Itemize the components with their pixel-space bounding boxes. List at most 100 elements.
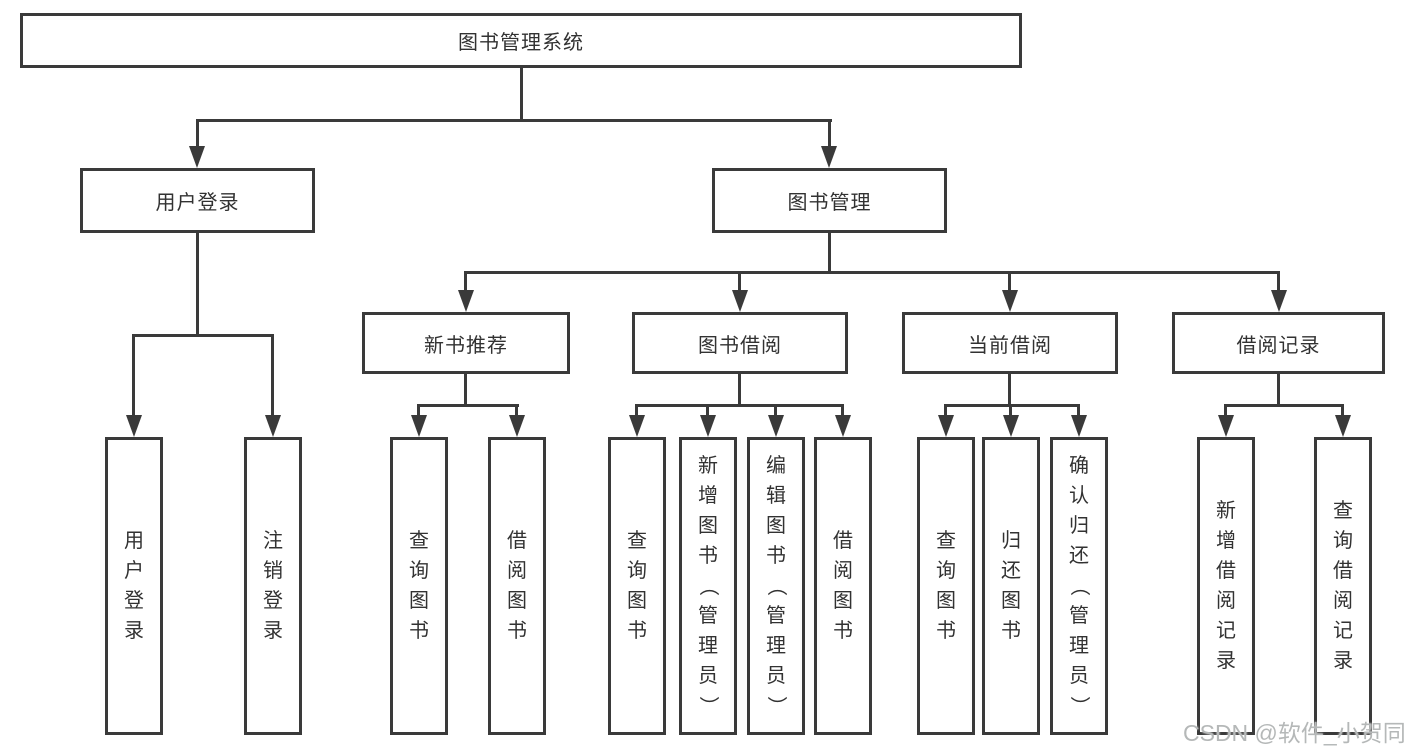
leaf-label-char: ）	[1068, 696, 1090, 716]
connector-drop-line	[1341, 404, 1344, 415]
arrow-head	[189, 146, 205, 168]
arrow-head	[1003, 415, 1019, 437]
leaf-label-char: 借	[1216, 560, 1236, 582]
leaf-label-char: 阅	[1216, 590, 1236, 612]
leaf-label-char: 询	[1333, 530, 1353, 552]
leaf-label-char: 还	[1001, 560, 1021, 582]
leaf-label-char: 查	[409, 530, 429, 552]
connector-drop-line	[132, 334, 135, 415]
arrow-head	[732, 290, 748, 312]
leaf-label-char: 认	[1069, 485, 1089, 507]
leaf-label-char: 书	[833, 620, 853, 642]
connector-book-mgmt-stem	[828, 233, 831, 274]
node-label: 当前借阅	[968, 334, 1052, 357]
leaf-label-char: 登	[124, 590, 144, 612]
leaf-label-char: 录	[124, 620, 144, 642]
connector-drop-line	[1009, 404, 1012, 415]
connector-drop-line	[1277, 271, 1280, 290]
node-label: 图书管理	[787, 192, 872, 214]
leaf-label-char: 书	[698, 545, 718, 567]
leaf-label-char: 阅	[1333, 590, 1353, 612]
node-label: 图书管理系统	[458, 32, 584, 54]
connector-recommend-bar	[417, 404, 519, 407]
arrow-head	[1002, 290, 1018, 312]
leaf-add-books-admin: 新增图书（管理员）	[679, 437, 737, 735]
connector-drop-line	[1077, 404, 1080, 415]
leaf-label-char: 书	[507, 620, 527, 642]
leaf-label-char: 书	[936, 620, 956, 642]
connector-borrowing-bar	[635, 404, 844, 407]
connector-book-mgmt-bar	[464, 271, 1280, 274]
connector-current-bar	[944, 404, 1080, 407]
leaf-label-char: 员	[1069, 665, 1089, 687]
connector-drop-line	[464, 271, 467, 290]
node-book-management: 图书管理	[712, 168, 947, 233]
arrow-head	[126, 415, 142, 437]
leaf-logout: 注销登录	[244, 437, 302, 735]
arrow-head	[411, 415, 427, 437]
csdn-watermark: CSDN @软件_小贺同学	[1183, 720, 1405, 746]
connector-drop-line	[944, 404, 947, 415]
leaf-label-char: 理	[698, 635, 718, 657]
node-library-management-system: 图书管理系统	[20, 13, 1022, 68]
arrow-head	[1335, 415, 1351, 437]
connector-drop-line	[774, 404, 777, 415]
leaf-confirm-return-admin: 确认归还（管理员）	[1050, 437, 1108, 735]
leaf-label-char: （	[697, 576, 719, 596]
leaf-label-char: 查	[936, 530, 956, 552]
leaf-label-char: 图	[936, 590, 956, 612]
node-label: 借阅记录	[1236, 334, 1321, 357]
leaf-label-char: 借	[833, 530, 853, 552]
arrow-head	[835, 415, 851, 437]
connector-drop-line	[841, 404, 844, 415]
connector-drop-line	[738, 271, 741, 290]
leaf-label-char: 阅	[507, 560, 527, 582]
connector-drop-line	[515, 404, 518, 415]
arrow-head	[1218, 415, 1234, 437]
leaf-label-char: ）	[697, 696, 719, 716]
arrow-head	[821, 146, 837, 168]
leaf-label-char: 新	[1216, 500, 1236, 522]
leaf-label-char: 书	[1001, 620, 1021, 642]
arrow-head	[458, 290, 474, 312]
leaf-label-char: 确	[1069, 455, 1089, 477]
connector-drop-line	[828, 119, 831, 146]
arrow-head	[700, 415, 716, 437]
leaf-label-char: 书	[627, 620, 647, 642]
connector-drop-line	[1008, 271, 1011, 290]
leaf-label-char: 询	[627, 560, 647, 582]
leaf-label-char: 管	[1069, 605, 1089, 627]
leaf-borrow-books-recommend: 借阅图书	[488, 437, 546, 735]
leaf-user-login: 用户登录	[105, 437, 163, 735]
leaf-edit-books-admin: 编辑图书（管理员）	[747, 437, 805, 735]
leaf-label-char: 登	[263, 590, 283, 612]
leaf-label-char: 注	[263, 530, 283, 552]
connector-current-stem	[1008, 374, 1011, 407]
leaf-label-char: 书	[409, 620, 429, 642]
leaf-label-char: 编	[766, 455, 786, 477]
leaf-label-char: 图	[627, 590, 647, 612]
connector-drop-line	[271, 334, 274, 415]
arrow-head	[509, 415, 525, 437]
leaf-borrow-books-borrowing: 借阅图书	[814, 437, 872, 735]
node-label: 用户登录	[155, 192, 240, 214]
leaf-label-char: 管	[766, 605, 786, 627]
connector-records-stem	[1277, 374, 1280, 407]
connector-root-bar	[197, 119, 832, 122]
leaf-label-char: 借	[1333, 560, 1353, 582]
leaf-query-books-borrowing: 查询图书	[608, 437, 666, 735]
leaf-label-char: 图	[1001, 590, 1021, 612]
leaf-label-char: ）	[765, 696, 787, 716]
leaf-label-char: 图	[409, 590, 429, 612]
connector-drop-line	[706, 404, 709, 415]
leaf-label-char: 图	[833, 590, 853, 612]
leaf-query-books-current: 查询图书	[917, 437, 975, 735]
node-label: 新书推荐	[424, 334, 508, 357]
connector-drop-line	[1224, 404, 1227, 415]
leaf-label-char: 借	[507, 530, 527, 552]
node-borrowing-records: 借阅记录	[1172, 312, 1385, 374]
leaf-label-char: （	[765, 576, 787, 596]
leaf-return-books: 归还图书	[982, 437, 1040, 735]
node-label: 图书借阅	[698, 334, 782, 357]
leaf-add-borrow-record: 新增借阅记录	[1197, 437, 1255, 735]
